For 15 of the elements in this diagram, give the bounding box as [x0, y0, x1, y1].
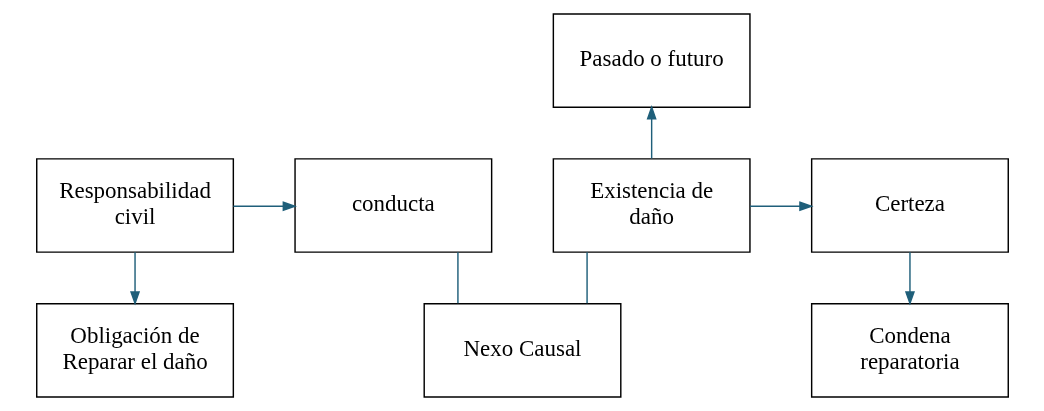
node-box: Certeza [810, 158, 1009, 253]
connector [585, 251, 588, 305]
connector [456, 251, 459, 305]
node-box: Responsabilidad civil [35, 158, 234, 253]
arrow [129, 251, 140, 306]
node-box: Condena reparatoria [810, 303, 1009, 398]
node-box: Pasado o futuro [552, 13, 751, 108]
node-box: Existencia de daño [552, 158, 751, 253]
arrow [646, 105, 657, 160]
node-box: conducta [293, 158, 492, 253]
arrow [748, 201, 814, 212]
arrow [232, 201, 297, 212]
node-box: Obligación de Reparar el daño [35, 303, 234, 398]
arrow [904, 251, 915, 306]
node-box: Nexo Causal [422, 303, 621, 398]
